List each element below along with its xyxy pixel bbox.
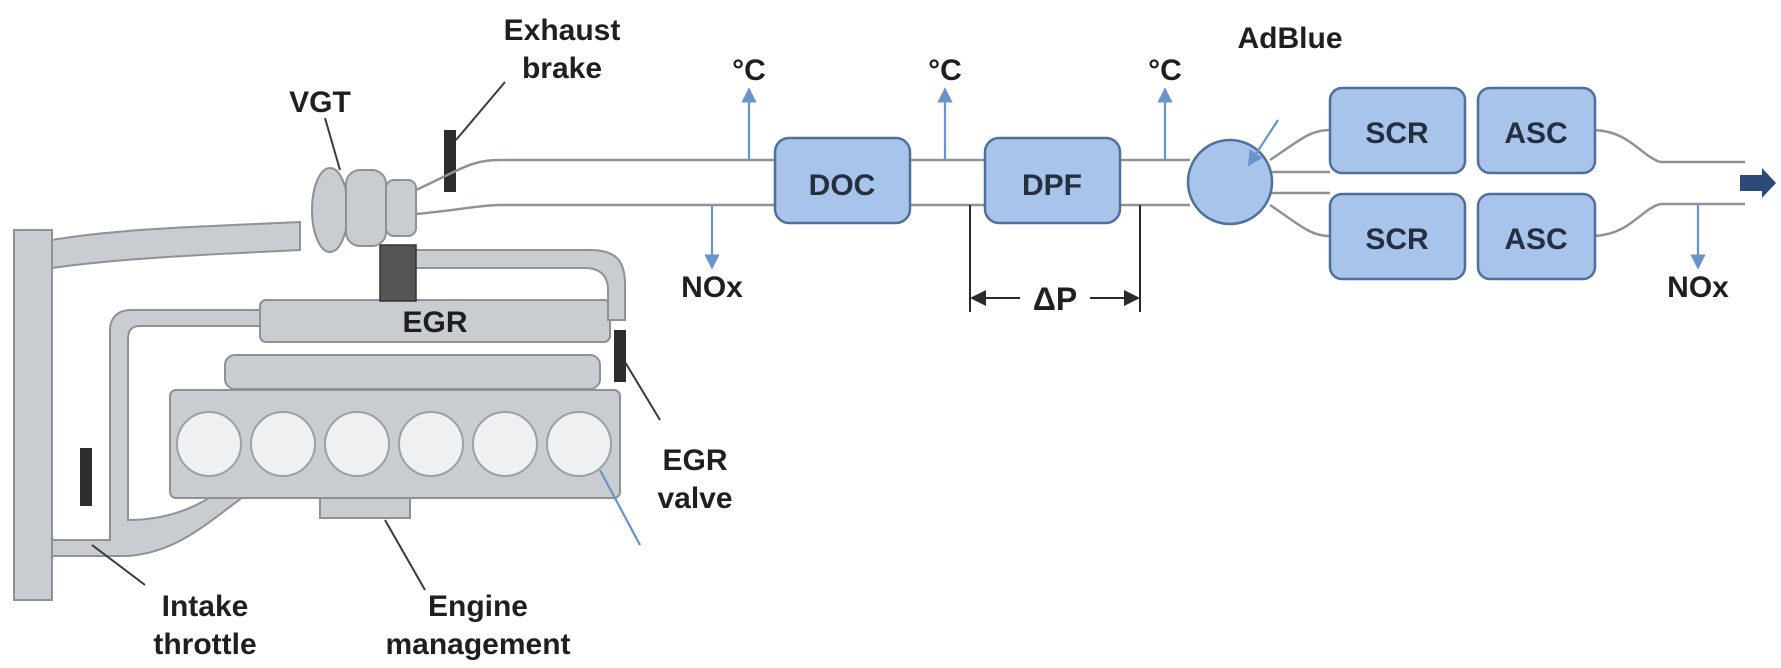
egr-pipe	[399, 249, 626, 321]
nox-sensor-label-1: NOx	[681, 271, 743, 304]
doc-box	[773, 136, 912, 225]
asc-bottom-box	[1476, 192, 1597, 281]
engine-management-label-line2: management	[385, 628, 570, 661]
exhaust-brake-flap	[444, 130, 456, 192]
vgt-turbo	[311, 167, 417, 253]
nox-sensor-label-2: NOx	[1667, 271, 1729, 304]
asc-top-box	[1476, 86, 1597, 175]
scr-top-box	[1328, 86, 1467, 175]
intake-manifold	[224, 354, 601, 390]
scr-top-label: SCR	[1365, 117, 1429, 150]
egr-label: EGR	[402, 306, 467, 339]
delta-p-label: ΔP	[1033, 281, 1077, 317]
engine-management-label-line1: Engine	[428, 590, 528, 623]
sensor-arrows	[599, 87, 1706, 546]
temp-sensor-label-3: °C	[1148, 54, 1182, 87]
cylinder-5	[472, 411, 538, 477]
leader-lines	[91, 81, 661, 591]
charge-air-cooler	[13, 229, 53, 601]
dpf-label: DPF	[1022, 169, 1082, 202]
temp-sensor-label-1: °C	[732, 54, 766, 87]
exhaust-pipe	[415, 128, 1745, 238]
labels: Exhaust brake VGT EGR EGR valve Intake t…	[153, 14, 1729, 661]
vgt-label: VGT	[289, 86, 351, 119]
engine-management-leader	[599, 469, 641, 546]
egr-valve	[614, 330, 626, 382]
intake-throttle-label-line2: throttle	[153, 628, 256, 661]
asc-bottom-label: ASC	[1504, 223, 1567, 256]
cylinder-6	[546, 411, 612, 477]
intake-throttle	[80, 448, 92, 506]
scr-bottom-box	[1328, 192, 1467, 281]
adblue-label: AdBlue	[1238, 22, 1343, 55]
cylinder-2	[250, 411, 316, 477]
adblue-injector	[1186, 138, 1274, 226]
dpf-box	[983, 136, 1122, 225]
temp-sensor-label-2: °C	[928, 54, 962, 87]
egr-valve-label-line1: EGR	[662, 444, 727, 477]
aftertreatment-components: DOC DPF SCR ASC SCR ASC	[773, 86, 1597, 281]
intake-throttle-label-line1: Intake	[162, 590, 249, 623]
intake-pipe-upper	[51, 220, 301, 270]
doc-label: DOC	[809, 169, 876, 202]
cylinder-3	[324, 411, 390, 477]
cylinder-1	[176, 411, 242, 477]
exhaust-brake-label-line2: brake	[522, 52, 602, 85]
engine-management-unit	[319, 497, 411, 519]
asc-top-label: ASC	[1504, 117, 1567, 150]
cylinders	[176, 411, 612, 477]
outlet-arrow-icon	[1740, 168, 1776, 198]
exhaust-brake-label-line1: Exhaust	[504, 14, 621, 47]
delta-p-dimension	[969, 205, 1141, 312]
engine-assembly	[13, 130, 626, 601]
cylinder-4	[398, 411, 464, 477]
scr-bottom-label: SCR	[1365, 223, 1429, 256]
exhaust-manifold-junction	[379, 244, 417, 302]
egr-valve-label-line2: valve	[657, 482, 732, 515]
adblue-arrow	[1247, 119, 1279, 167]
